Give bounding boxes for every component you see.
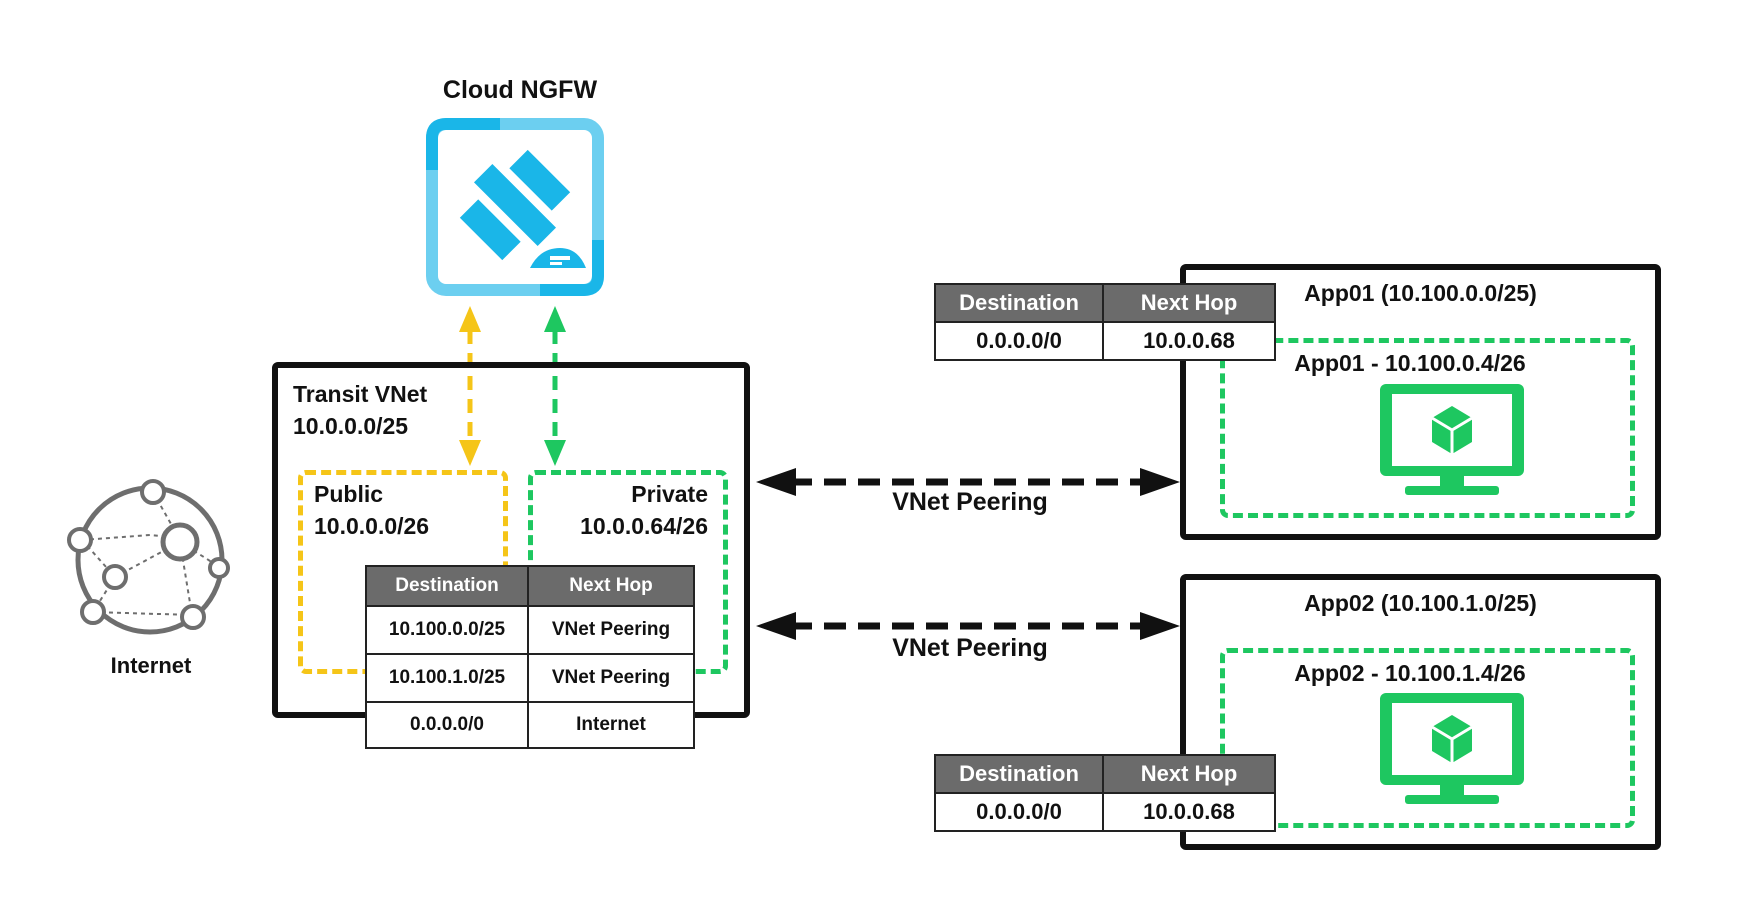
transit-vnet-cidr: 10.0.0.0/25 xyxy=(293,413,409,439)
transit-rt-header-nexthop: Next Hop xyxy=(527,565,695,607)
transit-route-table: Destination Next Hop 10.100.0.0/25 VNet … xyxy=(365,565,695,749)
app02-rt-header-destination: Destination xyxy=(934,754,1104,794)
app01-subnet-box[interactable] xyxy=(1220,338,1635,518)
app01-rt-header-destination: Destination xyxy=(934,283,1104,323)
app02-route-table: Destination Next Hop 0.0.0.0/0 10.0.0.68 xyxy=(934,754,1276,832)
table-row: 10.100.0.0/25 VNet Peering xyxy=(365,605,695,655)
vm-monitor-icon-app01 xyxy=(1380,384,1524,495)
transit-rt-destination: 10.100.1.0/25 xyxy=(365,653,529,703)
vnet-peering-label-2: VNet Peering xyxy=(892,634,1048,662)
app01-rt-nexthop: 10.0.0.68 xyxy=(1102,321,1276,361)
app02-rt-nexthop: 10.0.0.68 xyxy=(1102,792,1276,832)
internet-globe-icon xyxy=(67,479,230,635)
cloud-ngfw-title: Cloud NGFW xyxy=(442,76,598,104)
vnet-peering-arrow-2 xyxy=(756,612,1180,640)
private-subnet-cidr: 10.0.0.64/26 xyxy=(580,513,708,539)
table-row: 0.0.0.0/0 10.0.0.68 xyxy=(934,321,1276,361)
app02-vnet-box[interactable] xyxy=(1180,574,1661,850)
public-ngfw-arrow xyxy=(459,306,481,466)
public-subnet-name: Public xyxy=(314,481,384,507)
vm-monitor-icon-app02 xyxy=(1380,693,1524,804)
vnet-peering-arrow-1 xyxy=(756,468,1180,496)
transit-vnet-name: Transit VNet xyxy=(293,381,428,407)
app02-rt-header-nexthop: Next Hop xyxy=(1102,754,1276,794)
transit-rt-nexthop: Internet xyxy=(527,701,695,749)
transit-rt-nexthop: VNet Peering xyxy=(527,653,695,703)
vnet-peering-label-1: VNet Peering xyxy=(892,488,1048,516)
transit-rt-destination: 0.0.0.0/0 xyxy=(365,701,529,749)
app01-vnet-box[interactable] xyxy=(1180,264,1661,540)
transit-rt-header-destination: Destination xyxy=(365,565,529,607)
internet-label: Internet xyxy=(110,653,192,678)
app02-vnet-label: App02 (10.100.1.0/25) xyxy=(1304,590,1537,616)
transit-rt-nexthop: VNet Peering xyxy=(527,605,695,655)
app01-rt-header-nexthop: Next Hop xyxy=(1102,283,1276,323)
app02-rt-destination: 0.0.0.0/0 xyxy=(934,792,1104,832)
app02-subnet-label: App02 - 10.100.1.4/26 xyxy=(1294,660,1526,686)
table-row: 10.100.1.0/25 VNet Peering xyxy=(365,653,695,703)
app01-route-table: Destination Next Hop 0.0.0.0/0 10.0.0.68 xyxy=(934,283,1276,361)
app01-rt-destination: 0.0.0.0/0 xyxy=(934,321,1104,361)
app02-subnet-box[interactable] xyxy=(1220,648,1635,828)
transit-rt-destination: 10.100.0.0/25 xyxy=(365,605,529,655)
palo-alto-firewall-icon xyxy=(426,118,604,296)
table-row: 0.0.0.0/0 10.0.0.68 xyxy=(934,792,1276,832)
public-subnet-cidr: 10.0.0.0/26 xyxy=(314,513,430,539)
private-subnet-name: Private xyxy=(631,481,708,507)
table-row: 0.0.0.0/0 Internet xyxy=(365,701,695,749)
app01-vnet-label: App01 (10.100.0.0/25) xyxy=(1304,280,1537,306)
private-ngfw-arrow xyxy=(544,306,566,466)
app01-subnet-label: App01 - 10.100.0.4/26 xyxy=(1294,350,1526,376)
